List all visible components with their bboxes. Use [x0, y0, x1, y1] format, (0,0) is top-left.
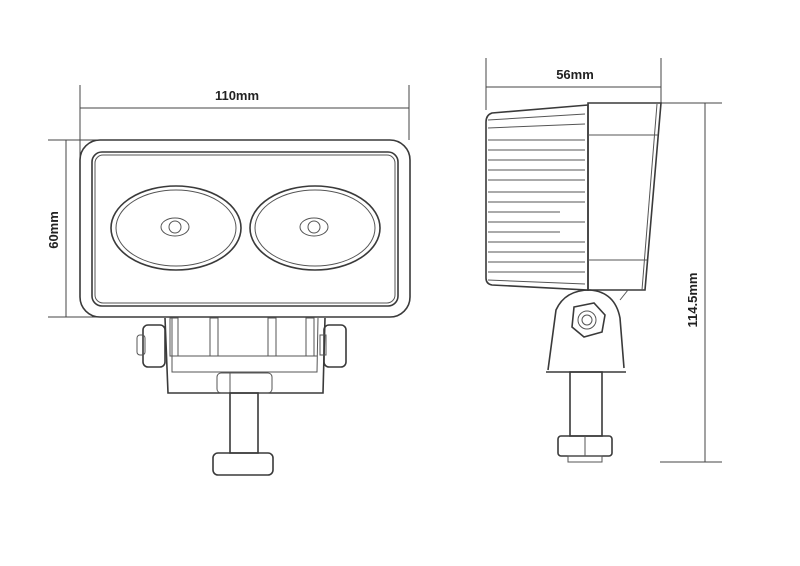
- side-bolt-right: [319, 324, 347, 368]
- led-reflector-left: [110, 185, 242, 271]
- mounting-bracket-front: [164, 317, 326, 394]
- depth-label: 56mm: [556, 67, 594, 82]
- side-view: 56mm 114.5mm: [485, 58, 722, 463]
- front-bezel-side: [587, 102, 662, 291]
- mounting-bracket-side: [546, 289, 629, 373]
- front-height-dimension: 60mm: [46, 139, 100, 318]
- width-label: 110mm: [215, 88, 259, 103]
- mounting-stud-side: [557, 371, 613, 463]
- mounting-stud-front: [212, 392, 274, 476]
- led-reflector-right: [249, 185, 381, 271]
- total-height-label: 114.5mm: [685, 273, 700, 328]
- housing-outline: [79, 139, 411, 318]
- height-label: 60mm: [46, 211, 61, 249]
- heatsink-fins: [485, 104, 589, 291]
- side-bolt-left: [136, 324, 166, 368]
- front-width-dimension: 110mm: [79, 85, 410, 300]
- front-view: 110mm 60mm: [46, 85, 411, 476]
- side-depth-dimension: 56mm: [485, 58, 662, 110]
- lens-frame: [91, 151, 399, 307]
